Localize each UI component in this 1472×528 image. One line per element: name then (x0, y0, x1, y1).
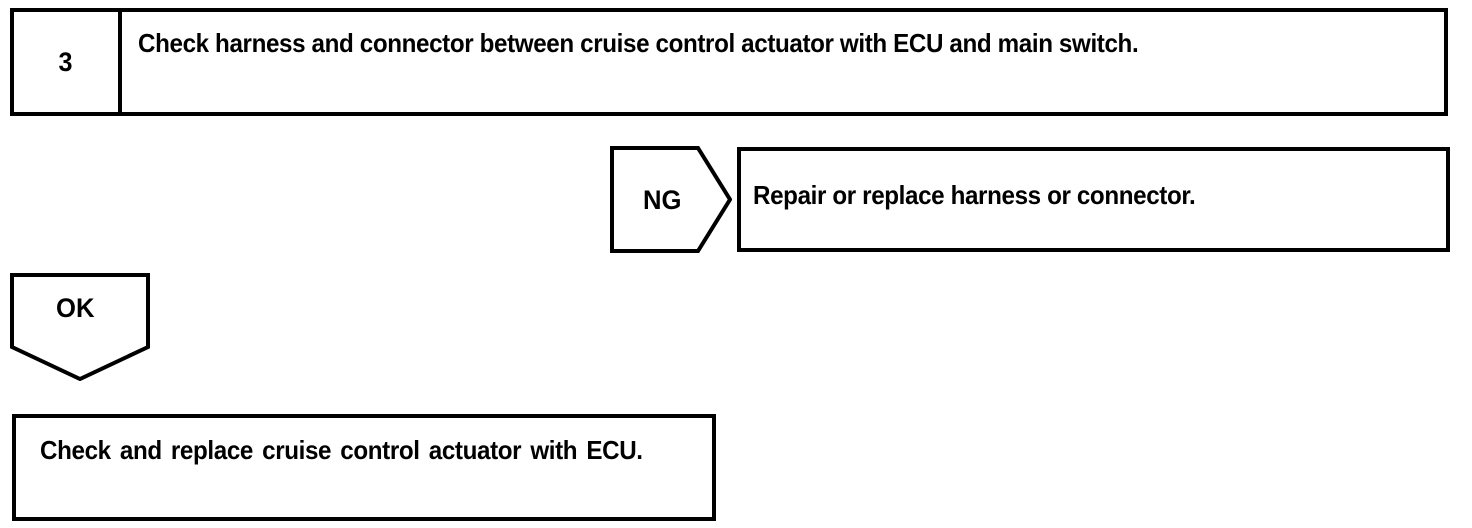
ok-branch-label: OK (56, 293, 95, 323)
ng-branch-label: NG (643, 185, 682, 215)
repair-result-box: Repair or replace harness or connector. (737, 147, 1450, 252)
final-result-text: Check and replace cruise control actuato… (40, 435, 643, 465)
ng-branch-arrow (610, 146, 732, 253)
step-box: 3 Check harness and connector between cr… (10, 8, 1448, 116)
step-number-label: 3 (59, 46, 73, 77)
repair-result-text: Repair or replace harness or connector. (753, 180, 1196, 210)
ok-branch-arrow (10, 273, 150, 381)
step-number-cell: 3 (14, 12, 122, 112)
final-result-box: Check and replace cruise control actuato… (12, 414, 716, 521)
step-description-text: Check harness and connector between crui… (138, 28, 1139, 58)
